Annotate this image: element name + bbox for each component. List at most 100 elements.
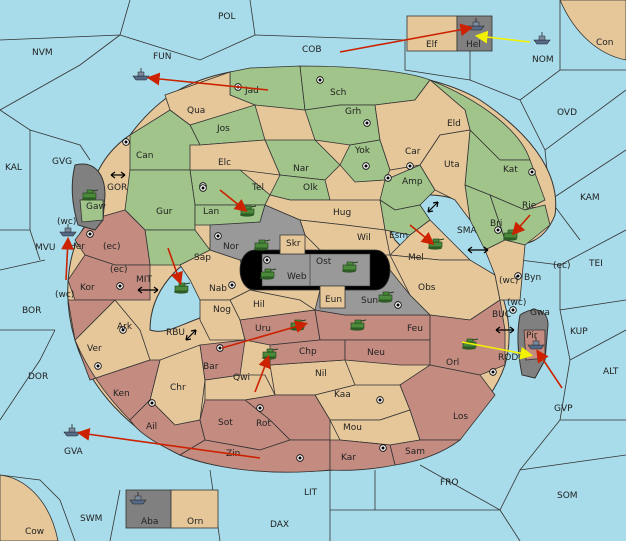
land-car: Car — [405, 147, 421, 157]
sc-web — [263, 256, 271, 264]
aba-orn-box — [125, 489, 219, 529]
land-aba: Aba — [141, 517, 158, 527]
arrow-sap-nab — [167, 247, 183, 286]
arrow-rie-bri — [511, 214, 531, 236]
sc-car — [406, 162, 414, 170]
sea-fun: FUN — [153, 52, 172, 62]
land-gur: Gur — [156, 207, 173, 217]
order-arrows — [61, 23, 563, 459]
sc-can — [122, 138, 130, 146]
land-nar: Nar — [293, 164, 309, 174]
land-ver: Ver — [87, 344, 102, 354]
sc-lan2 — [199, 184, 207, 192]
land-elf: Elf — [426, 40, 438, 50]
land-nor: Nor — [223, 242, 239, 252]
land-yok: Yok — [354, 146, 371, 156]
land-pir: Pir — [526, 331, 538, 341]
land-ark: Ark — [117, 322, 133, 332]
sea-pol: POL — [218, 12, 236, 22]
sea-lit: LIT — [304, 488, 318, 498]
canal-rbu — [185, 329, 197, 341]
canal-buc — [495, 326, 515, 334]
arrow-kor-mvu — [61, 236, 74, 281]
sea-gvg: GVG — [52, 157, 72, 167]
land-kaa: Kaa — [334, 390, 351, 400]
land-nog: Nog — [213, 305, 231, 315]
land-sot: Sot — [218, 418, 233, 428]
green-territories — [124, 65, 551, 266]
land-sun: Sun — [361, 296, 378, 306]
land-nab: Nab — [209, 284, 227, 294]
sc-orl — [489, 368, 497, 376]
sea-bor: BOR — [22, 306, 41, 316]
land-bar: Bar — [203, 362, 219, 372]
arrow-cob-hel — [339, 23, 474, 53]
land-rie: Rie — [522, 201, 537, 211]
coast-byn-wc: (wc) — [499, 276, 518, 286]
canal-sma — [467, 246, 489, 254]
land-chr: Chr — [170, 383, 186, 393]
land-kor: Kor — [80, 283, 95, 293]
sc-ken — [148, 399, 156, 407]
land-jad: Jad — [244, 86, 259, 96]
land-uru: Uru — [255, 324, 271, 334]
sea-gvp: GVP — [554, 404, 573, 414]
sea-fro: FRO — [440, 478, 459, 488]
arrow-gvp-pir — [536, 349, 563, 389]
land-can: Can — [136, 151, 154, 161]
sea-mit: MIT — [136, 275, 152, 285]
land-mel: Mel — [408, 253, 424, 263]
land-jos: Jos — [216, 124, 230, 134]
sc-sun — [394, 301, 402, 309]
land-hug: Hug — [333, 208, 351, 218]
land-hil: Hil — [253, 300, 265, 310]
sea-cob: COB — [302, 45, 322, 55]
sc-amp — [384, 174, 392, 182]
arrow-nom-hel — [474, 30, 531, 44]
land-gaw: Gaw — [86, 202, 106, 212]
land-bri: Bri — [490, 219, 502, 229]
land-ail: Ail — [146, 422, 157, 432]
land-mou: Mou — [343, 423, 362, 433]
sea-kal: KAL — [5, 163, 22, 173]
sea-buc: BUC — [492, 310, 511, 320]
land-labels: Jad Sch Qua Jos Grh Eld Can Elc Yok Car … — [69, 40, 550, 527]
land-esm: Esm — [389, 231, 408, 241]
sea-rbu: RBU — [166, 328, 185, 338]
sc-kar — [379, 444, 387, 452]
arrow-qwi-chp — [254, 355, 271, 393]
sc-kaa — [376, 396, 384, 404]
land-rot: Rot — [256, 419, 271, 429]
sea-kup: KUP — [570, 327, 588, 337]
land-kat: Kat — [503, 165, 518, 175]
sea-dor: DOR — [28, 372, 48, 382]
sea-sma: SMA — [457, 226, 477, 236]
land-feu: Feu — [407, 324, 423, 334]
sea-swm: SWM — [80, 514, 102, 524]
sc-grh — [363, 119, 371, 127]
land-sam: Sam — [405, 447, 425, 457]
land-wil: Wil — [357, 233, 371, 243]
sea-rod: ROD — [498, 353, 518, 363]
gaw-green — [79, 199, 104, 223]
sc-nab — [228, 281, 236, 289]
coast-gwa-wc: (wc) — [507, 298, 526, 308]
sea-ovd: OVD — [557, 108, 577, 118]
land-ost: Ost — [316, 257, 332, 267]
land-eld: Eld — [447, 119, 461, 129]
land-tel: Tel — [251, 183, 264, 193]
arrow-jad-fun — [146, 72, 269, 91]
land-uta: Uta — [444, 160, 460, 170]
arrow-esm-mel — [409, 224, 435, 246]
land-lan: Lan — [203, 207, 219, 217]
sc-her — [86, 230, 94, 238]
land-neu: Neu — [367, 348, 385, 358]
sc-yok — [362, 162, 370, 170]
land-olk: Olk — [303, 183, 319, 193]
land-qua: Qua — [187, 106, 205, 116]
sea-mvu: MVU — [35, 243, 56, 253]
arrow-bar-uru — [221, 320, 309, 349]
sc-zin — [296, 454, 304, 462]
